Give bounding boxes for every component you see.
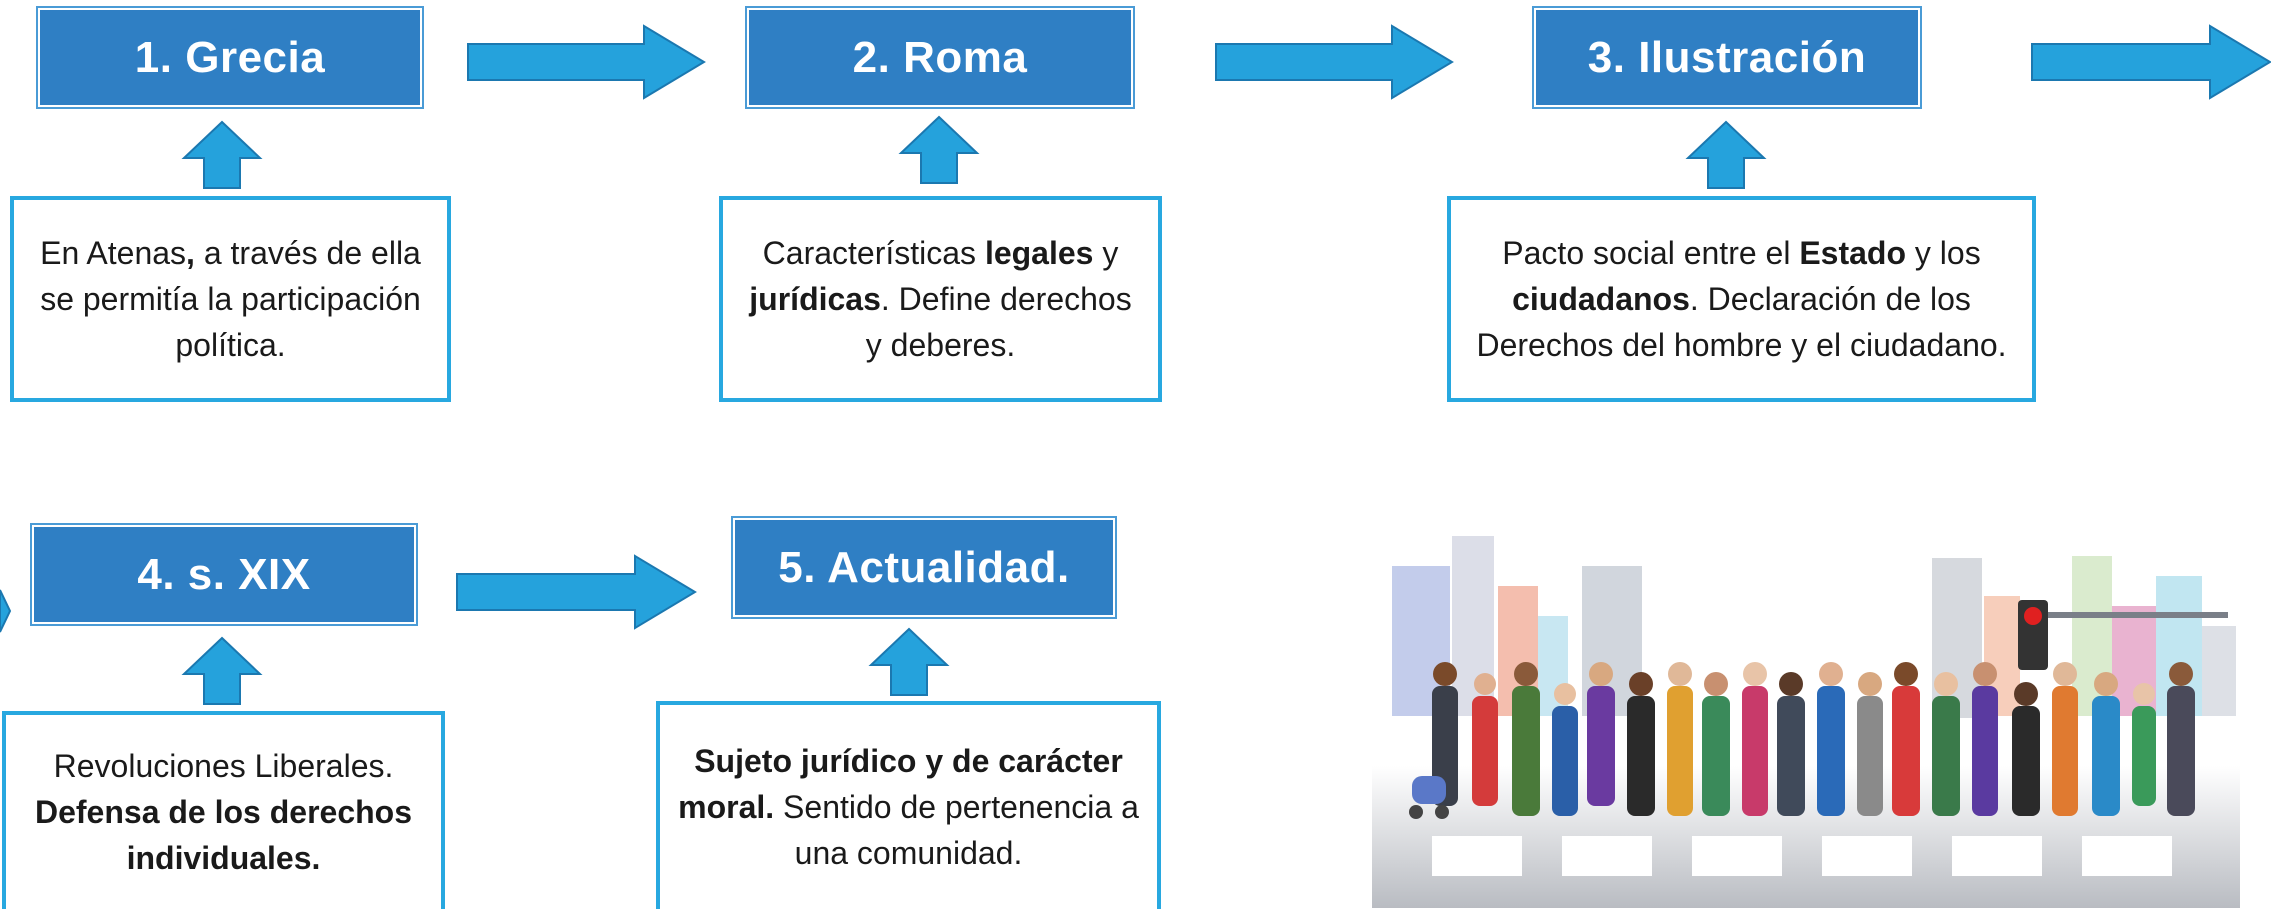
bold-text-run: jurídicas — [749, 281, 881, 317]
arrow-up-icon — [898, 115, 980, 184]
text-run: Revoluciones Liberales. — [53, 748, 394, 784]
arrow-up-icon — [1685, 120, 1767, 189]
stage-box-4: 4. s. XIX — [30, 523, 418, 626]
crowd-illustration — [1372, 536, 2240, 908]
stage-box-5: 5. Actualidad. — [731, 516, 1117, 619]
stage-label: 1. Grecia — [134, 32, 326, 82]
description-text: En Atenas, a través de ella se permitía … — [28, 230, 433, 368]
crosswalk-stripes — [1432, 836, 2172, 876]
people — [1409, 662, 2195, 819]
arrow-right-icon — [467, 24, 706, 100]
text-run: y — [1093, 235, 1119, 271]
description-box-4: Revoluciones Liberales. Defensa de los d… — [2, 711, 445, 909]
bold-text-run: Defensa de los derechos individuales. — [34, 794, 413, 876]
description-box-3: Pacto social entre el Estado y los ciuda… — [1447, 196, 2036, 402]
description-text: Sujeto jurídico y de carácter moral. Sen… — [674, 738, 1143, 876]
description-box-2: Características legales y jurídicas. Def… — [719, 196, 1162, 402]
bold-text-run: ciudadanos — [1512, 281, 1690, 317]
text-run: . Declaración de los Derechos del hombre… — [1476, 281, 2007, 363]
bold-text-run: Sujeto jurídico y de carácter moral. — [678, 743, 1123, 825]
bold-text-run: Estado — [1799, 235, 1907, 271]
description-text: Pacto social entre el Estado y los ciuda… — [1465, 230, 2018, 368]
stage-box-3: 3. Ilustración — [1532, 6, 1922, 109]
arrow-up-icon — [181, 636, 263, 705]
text-run: . Define derechos y deberes. — [865, 281, 1132, 363]
bold-text-run: , — [186, 235, 204, 271]
text-run: Características — [762, 235, 985, 271]
stage-box-1: 1. Grecia — [36, 6, 424, 109]
stage-label: 3. Ilustración — [1587, 32, 1867, 82]
arrow-right-icon — [1215, 24, 1454, 100]
arrow-up-icon — [868, 627, 950, 696]
description-text: Características legales y jurídicas. Def… — [737, 230, 1144, 368]
stage-box-2: 2. Roma — [745, 6, 1135, 109]
bold-text-run: legales — [984, 235, 1094, 271]
stage-label: 5. Actualidad. — [778, 542, 1070, 592]
text-run: Sentido de pertenencia a una comunidad. — [774, 789, 1139, 871]
arrow-up-icon — [181, 120, 263, 189]
description-box-1: En Atenas, a través de ella se permitía … — [10, 196, 451, 402]
arrow-right-icon — [456, 554, 697, 630]
text-run: En Atenas — [40, 235, 187, 271]
arrow-tip-icon — [0, 589, 12, 633]
stage-label: 2. Roma — [852, 32, 1028, 82]
stage-label: 4. s. XIX — [137, 549, 311, 599]
text-run: a través de ella se permitía la particip… — [40, 235, 421, 363]
stroller — [1409, 776, 1449, 819]
text-run: y los — [1906, 235, 1981, 271]
text-run: Pacto social entre el — [1502, 235, 1800, 271]
arrow-right-icon — [2031, 24, 2271, 100]
traffic-light — [2018, 600, 2228, 670]
description-text: Revoluciones Liberales. Defensa de los d… — [20, 743, 427, 881]
description-box-5: Sujeto jurídico y de carácter moral. Sen… — [656, 701, 1161, 909]
